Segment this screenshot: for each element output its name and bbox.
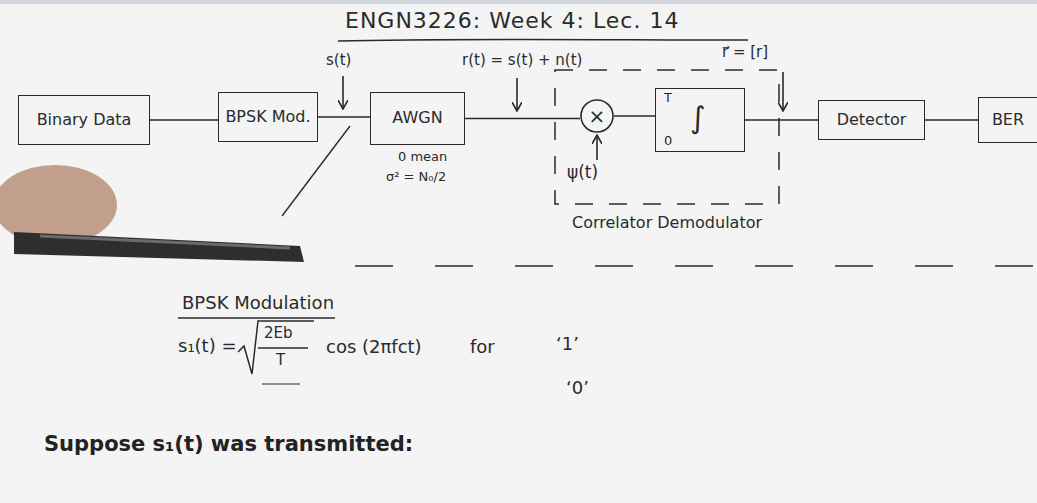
- demodulator-region: Correlator Demodulator × T ∫ 0: [553, 68, 781, 240]
- pen: [14, 232, 304, 262]
- node-text: 0: [664, 134, 672, 149]
- page-title: ENGN3226: Week 4: Lec. 14: [345, 8, 679, 33]
- multiplier-circle: ×: [580, 99, 614, 133]
- noise-note: 0 mean: [398, 150, 447, 165]
- formula-part: T: [276, 352, 285, 369]
- pen-highlight: [40, 236, 290, 248]
- note-text: Suppose s₁(t) was transmitted:: [44, 432, 413, 456]
- formula-part: for: [470, 337, 495, 358]
- channel-box: AWGN: [370, 92, 465, 145]
- node-text: Correlator Demodulator: [553, 214, 781, 232]
- formula-part: cos (2πfct): [326, 337, 422, 358]
- integrator-box: T ∫ 0: [655, 88, 745, 152]
- node-text: ×: [589, 106, 606, 126]
- section-divider: [355, 265, 1037, 267]
- circle-border: [581, 100, 613, 132]
- signal-name: s(t): [326, 52, 351, 69]
- node-text: Binary Data: [37, 111, 132, 129]
- ber-box: BER: [978, 97, 1037, 143]
- bit-value: ‘0’: [566, 378, 589, 399]
- paper-edge: [0, 0, 1037, 4]
- vector-label: r⃗ = [r]: [722, 44, 768, 61]
- formula-underline: [262, 383, 300, 384]
- signal-wire: [745, 119, 818, 121]
- formula-part: s₁(t) =: [178, 336, 237, 357]
- signal-arrow: [782, 72, 784, 110]
- node-text: BPSK Mod.: [225, 108, 310, 126]
- signal-arrow: [596, 136, 598, 160]
- signal-wire: [318, 116, 370, 118]
- signal-arrow: [342, 76, 344, 108]
- section-heading: BPSK Modulation: [182, 293, 334, 314]
- source-box: Binary Data: [18, 95, 150, 145]
- fraction-bar: [258, 347, 308, 348]
- modulator-box: BPSK Mod.: [218, 92, 318, 142]
- dashed-border: [555, 70, 779, 204]
- node-text: BER: [992, 111, 1024, 129]
- signal-wire: [925, 119, 978, 121]
- basis-function: ψ(t): [567, 163, 598, 183]
- node-text: AWGN: [392, 109, 442, 127]
- signal-wire: [614, 115, 655, 117]
- node-text: ∫: [690, 101, 706, 136]
- signal-wire: [465, 118, 580, 120]
- bit-value: ‘1’: [556, 334, 579, 355]
- signal-equation: r(t) = s(t) + n(t): [462, 52, 582, 69]
- heading-underline: [178, 317, 335, 318]
- signal-wire: [150, 119, 218, 121]
- node-text: Detector: [837, 111, 907, 129]
- sqrt-sign: [238, 321, 314, 374]
- title-underline: [338, 39, 748, 41]
- noise-variance: σ² = N₀/2: [386, 170, 446, 185]
- signal-arrow: [516, 78, 518, 110]
- node-text: T: [664, 91, 672, 106]
- detector-box: Detector: [818, 100, 925, 140]
- formula-part: 2Eb: [264, 325, 293, 342]
